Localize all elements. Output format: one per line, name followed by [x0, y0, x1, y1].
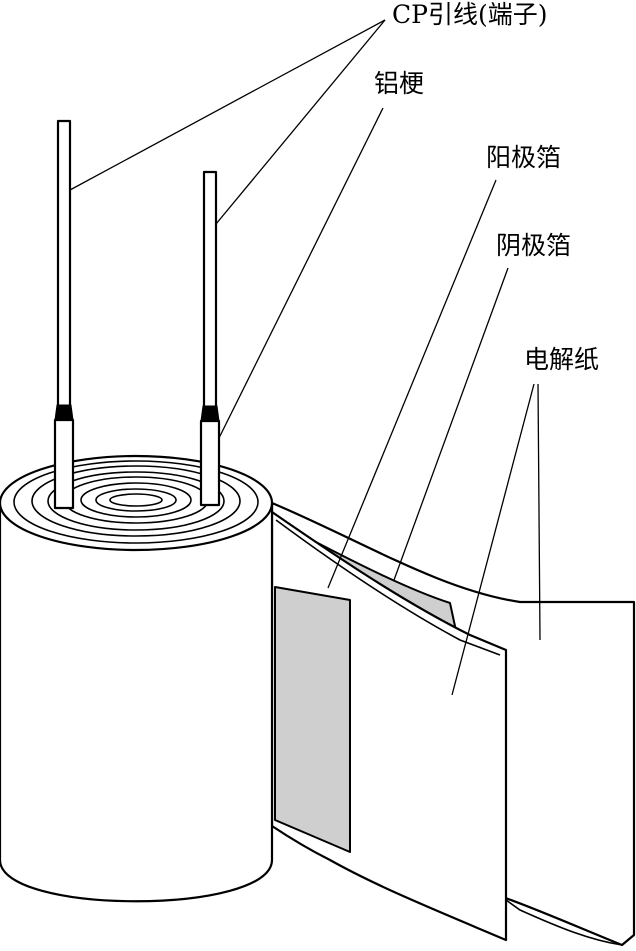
left-lead-joint — [54, 404, 74, 421]
leader-cp-lead-left — [69, 19, 386, 191]
leader-cp-lead-right — [215, 19, 386, 225]
leader-anode-foil — [327, 179, 497, 589]
leader-paper-front — [451, 383, 535, 696]
leader-aluminum-stem — [218, 107, 384, 439]
right-aluminum-stem — [199, 419, 221, 507]
label-electrolytic-paper: 电解纸 — [524, 345, 599, 374]
bottom-edge-strip — [505, 899, 623, 946]
label-cp-lead: CP引线(端子) — [392, 0, 547, 29]
leader-paper-back — [537, 383, 541, 641]
winding-ring — [31, 465, 241, 537]
winding-core — [109, 493, 163, 507]
left-terminal — [53, 119, 75, 510]
right-lead-wire — [202, 170, 218, 414]
winding-ring — [95, 488, 177, 512]
left-aluminum-stem — [53, 418, 75, 510]
leader-cathode-foil — [393, 267, 509, 581]
right-lead-joint — [200, 405, 220, 422]
winding-ring — [47, 471, 225, 531]
winding-ring — [80, 482, 192, 518]
cylinder-body — [0, 503, 274, 903]
right-terminal — [199, 170, 221, 507]
winding-rings — [13, 460, 259, 544]
winding-ring — [13, 460, 259, 544]
left-lead-wire — [56, 119, 72, 413]
anode-foil — [274, 586, 351, 853]
label-cathode-foil: 阴极箔 — [496, 231, 571, 260]
label-aluminum-stem: 铝梗 — [374, 69, 424, 98]
paper-edge-line — [275, 519, 501, 656]
label-anode-foil: 阳极箔 — [486, 143, 561, 172]
